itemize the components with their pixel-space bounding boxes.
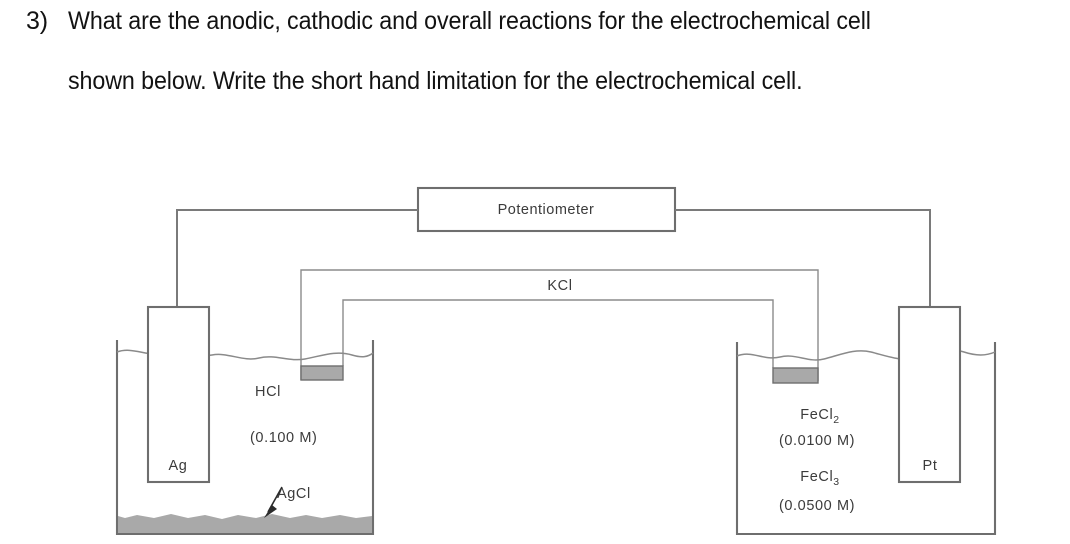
left-salt-bridge-frit (300, 365, 344, 381)
right-electrolyte-1-label: FeCl2 (800, 407, 839, 426)
ag-electrode-label: Ag (169, 458, 188, 474)
ag-electrode (146, 305, 211, 484)
potentiometer-box (416, 186, 677, 233)
salt-bridge-outer-wall (300, 269, 819, 381)
right-electrolyte-2-label: FeCl3 (800, 469, 839, 488)
right-concentration-1-label: (0.0100 M) (779, 433, 855, 449)
agcl-arrow-line (267, 486, 283, 513)
right-beaker (735, 342, 997, 536)
question-block: 3) What are the anodic, cathodic and ove… (0, 0, 1070, 95)
left-concentration-label: (0.100 M) (250, 430, 317, 446)
potentiometer-label: Potentiometer (498, 202, 595, 218)
wire-right (675, 209, 931, 308)
right-electrolyte-1-sub: 2 (833, 414, 839, 426)
salt-bridge-label: KCl (547, 278, 572, 294)
right-salt-bridge-frit (772, 367, 819, 384)
pt-electrode (897, 305, 962, 484)
right-electrolyte-2-name: FeCl (800, 469, 833, 485)
left-liquid-surface (116, 349, 374, 361)
left-beaker (115, 340, 375, 536)
agcl-arrow-head (264, 505, 277, 518)
question-number: 3) (26, 7, 49, 35)
salt-bridge-inner-wall (342, 299, 774, 368)
right-electrolyte-1-name: FeCl (800, 407, 833, 423)
question-line-2: shown below. Write the short hand limita… (0, 67, 1070, 96)
right-liquid-surface (736, 349, 996, 361)
question-text-line-1: What are the anodic, cathodic and overal… (68, 7, 871, 35)
right-electrolyte-2-sub: 3 (833, 476, 839, 488)
left-beaker-sediment-agcl (118, 514, 372, 533)
question-line-1: 3) What are the anodic, cathodic and ove… (0, 7, 1070, 35)
question-text-line-2: shown below. Write the short hand limita… (68, 67, 803, 96)
pt-electrode-label: Pt (923, 458, 938, 474)
right-concentration-2-label: (0.0500 M) (779, 498, 855, 514)
agcl-precipitate-label: AgCl (277, 486, 311, 502)
left-electrolyte-label: HCl (255, 384, 281, 400)
wire-left (176, 209, 418, 308)
